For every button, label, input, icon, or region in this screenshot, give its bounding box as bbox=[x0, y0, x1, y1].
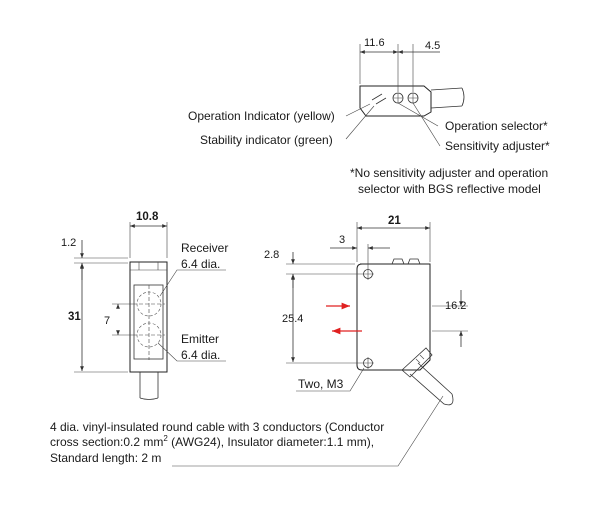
top-view-cable bbox=[430, 87, 463, 109]
cable-note-line-2: cross section:0.2 mm2 (AWG24), Insulator… bbox=[50, 434, 374, 449]
cable-note-line-1: 4 dia. vinyl-insulated round cable with … bbox=[50, 420, 384, 434]
top-view-sensor-body bbox=[359, 85, 432, 117]
side-view-cable bbox=[401, 347, 433, 378]
dim-11-6: 11.6 bbox=[364, 37, 385, 49]
dim-25-4: 25.4 bbox=[282, 313, 303, 325]
cable-note-leader bbox=[172, 395, 444, 467]
stability-indicator-label: Stability indicator (green) bbox=[200, 133, 333, 147]
cable-note-line-3: Standard length: 2 m bbox=[50, 451, 161, 465]
dim-4-5: 4.5 bbox=[425, 40, 440, 52]
operation-selector-label: Operation selector* bbox=[445, 119, 548, 133]
dim-21: 21 bbox=[388, 215, 401, 227]
dim-7: 7 bbox=[104, 315, 110, 327]
cable-note: 4 dia. vinyl-insulated round cable with … bbox=[50, 395, 444, 467]
sensitivity-adjuster-label: Sensitivity adjuster* bbox=[445, 139, 550, 153]
operation-indicator-label: Operation Indicator (yellow) bbox=[188, 109, 335, 123]
front-view-sensor-body bbox=[129, 261, 168, 373]
dim-16-2: 16.2 bbox=[445, 300, 466, 312]
emitter-label: Emitter bbox=[181, 332, 219, 346]
top-view: 11.6 4.5 Operation Indicator (yellow) St… bbox=[188, 37, 550, 196]
dim-10-8: 10.8 bbox=[136, 211, 159, 223]
front-view: 10.8 1.2 31 7 Receiver 6.4 dia. Emitter … bbox=[61, 211, 228, 400]
footnote-line-1: *No sensitivity adjuster and operation bbox=[350, 166, 548, 180]
side-view: 21 3 2.8 25.4 16.2 Two, M3 bbox=[264, 215, 468, 406]
front-view-cable bbox=[139, 372, 159, 398]
dim-1-2: 1.2 bbox=[61, 237, 76, 249]
receiver-size: 6.4 dia. bbox=[181, 257, 220, 271]
dim-31: 31 bbox=[68, 311, 81, 323]
dim-2-8: 2.8 bbox=[264, 249, 279, 261]
mount-holes-label: Two, M3 bbox=[298, 377, 344, 391]
footnote-line-2: selector with BGS reflective model bbox=[358, 182, 541, 196]
receiver-label: Receiver bbox=[181, 241, 228, 255]
emitter-size: 6.4 dia. bbox=[181, 348, 220, 362]
dim-3: 3 bbox=[339, 234, 345, 246]
side-view-sensor-body bbox=[356, 263, 431, 371]
